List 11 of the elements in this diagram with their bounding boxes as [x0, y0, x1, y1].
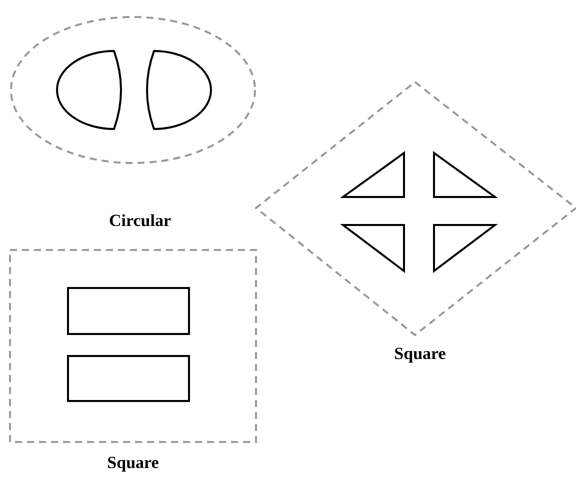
- shape-caption: Square: [107, 453, 159, 473]
- triangle-shape: [342, 152, 405, 198]
- shape-caption: Square: [394, 344, 446, 364]
- triangle-shape: [433, 152, 496, 198]
- rectangle-shape: [67, 287, 190, 335]
- shape-caption: Circular: [109, 211, 171, 231]
- crescent-shape: [56, 50, 122, 130]
- triangle-shape: [433, 224, 496, 272]
- rectangle-shape: [67, 355, 190, 402]
- crescent-shape: [146, 50, 212, 130]
- triangle-shape: [342, 224, 405, 272]
